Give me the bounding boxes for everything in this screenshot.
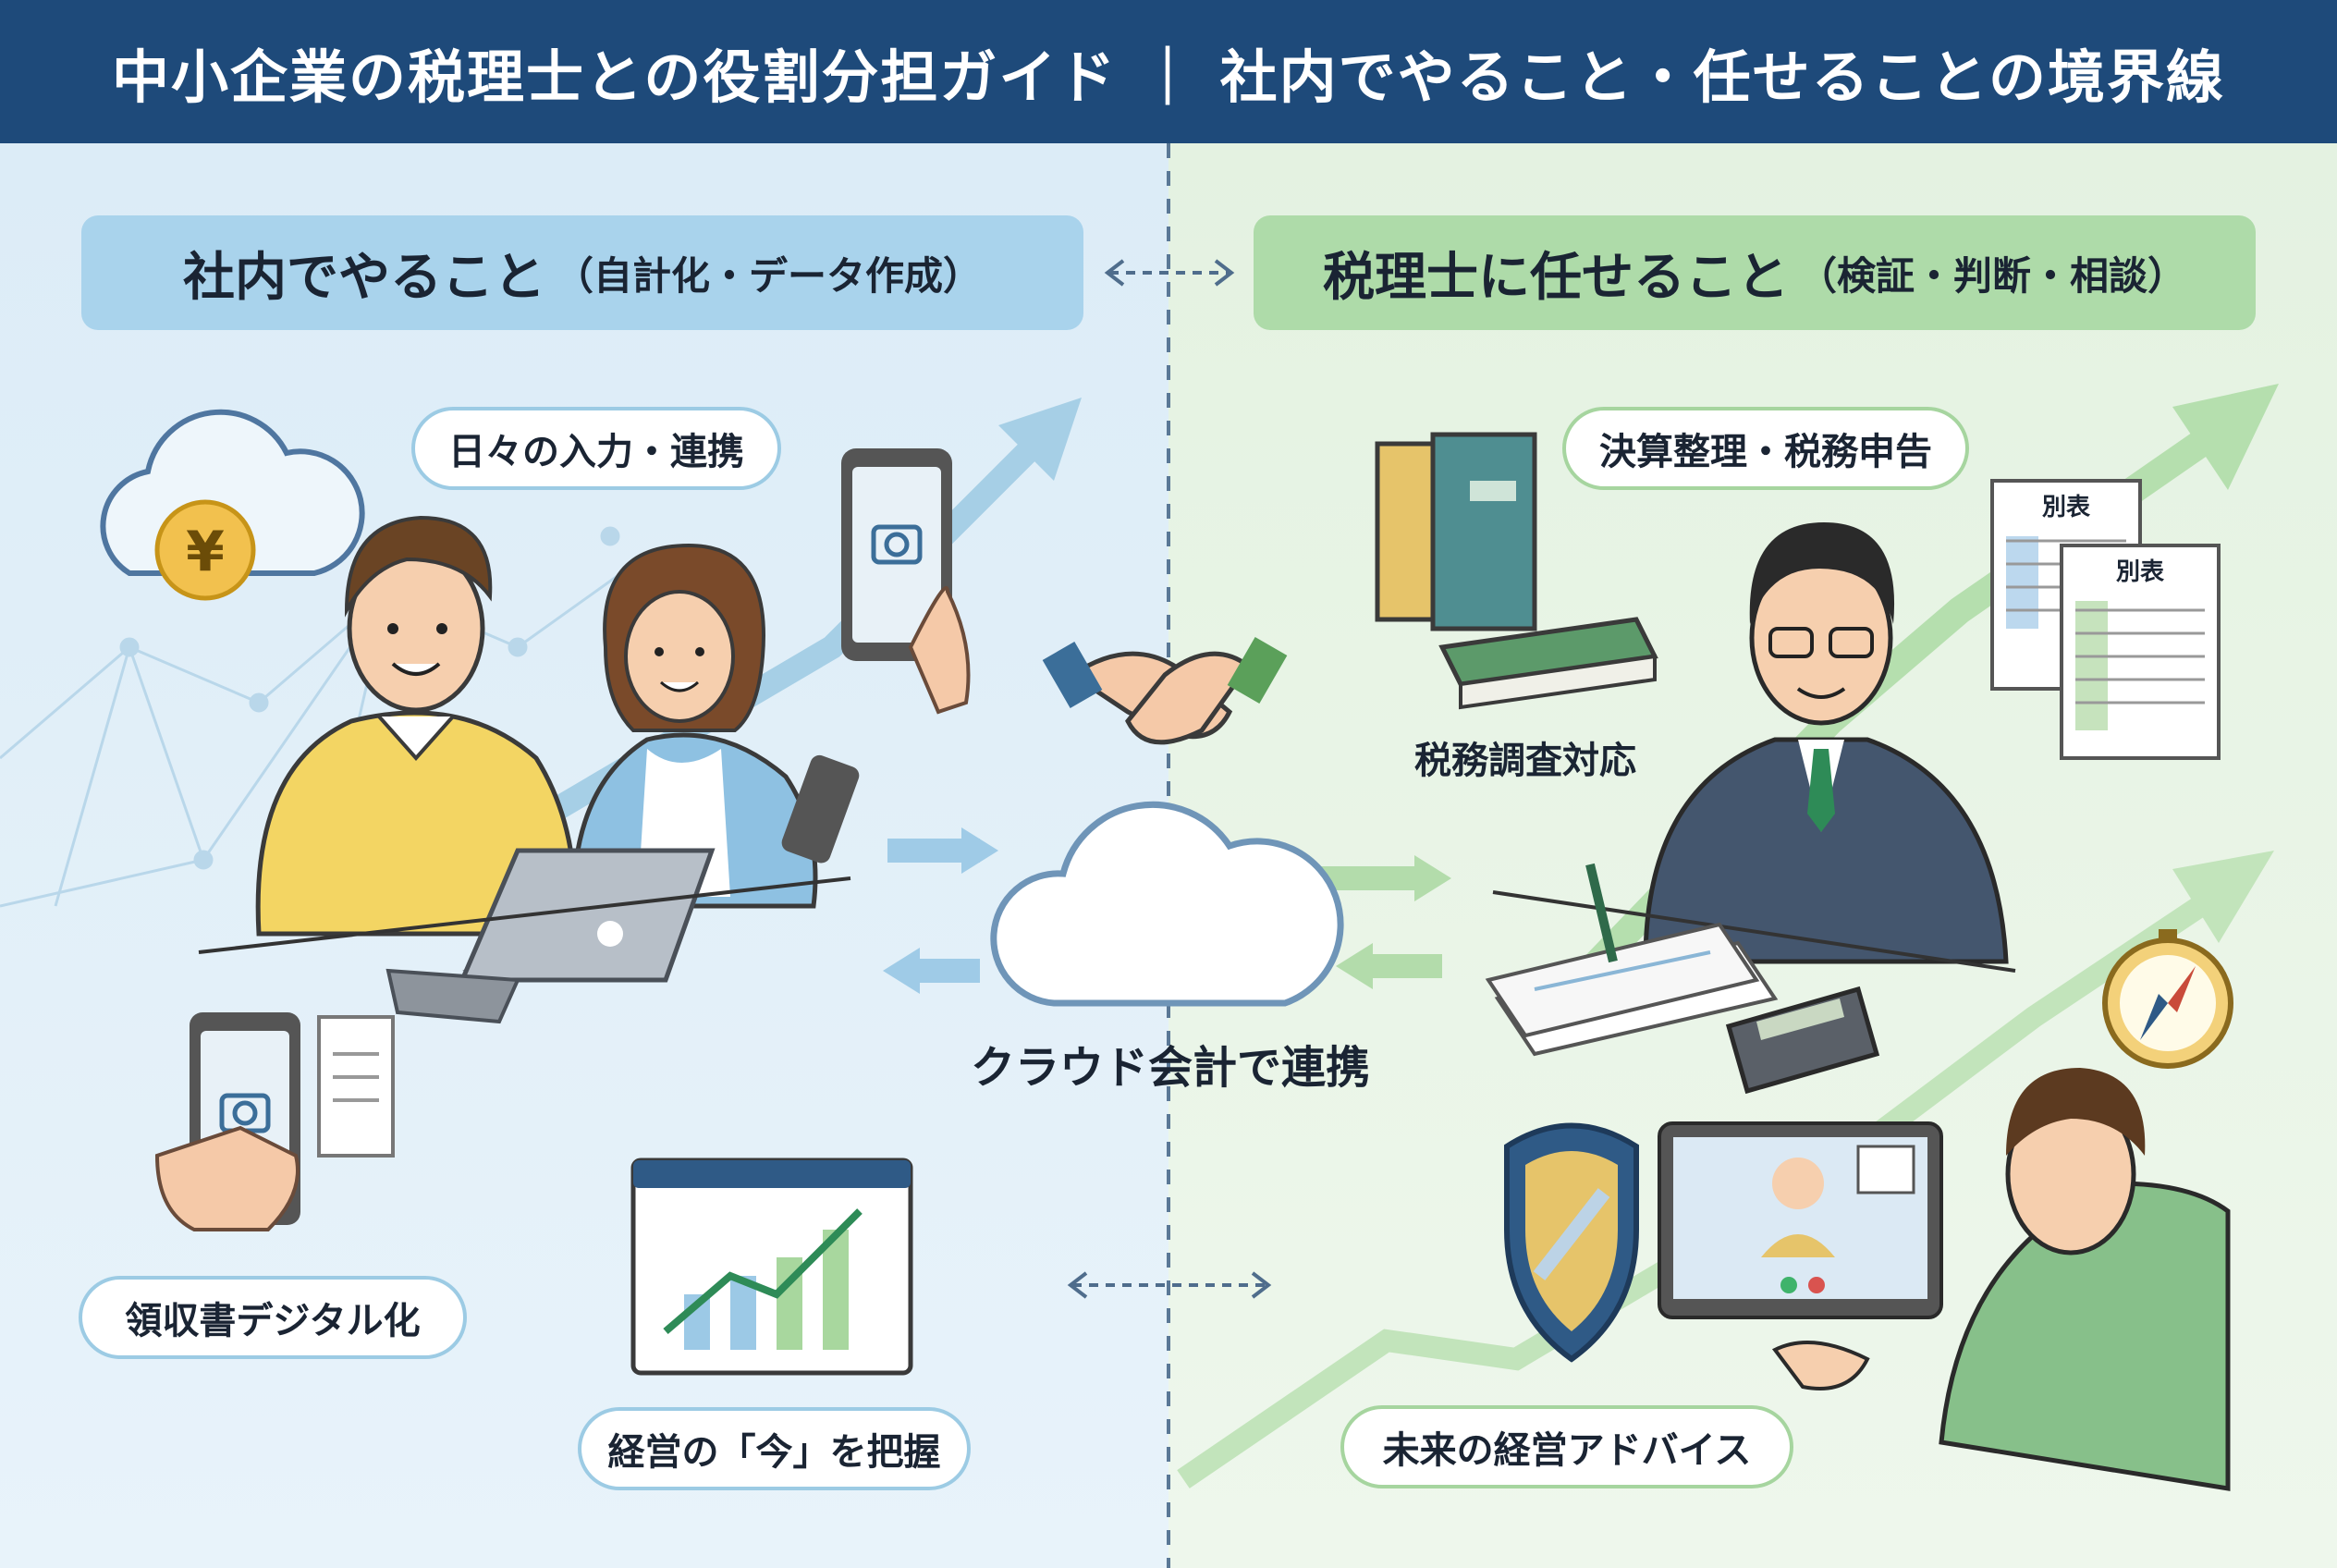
- bubble-settlement: 決算整理・税務申告: [1562, 407, 1969, 490]
- bubble-future-advice: 未来の経営アドバイス: [1340, 1405, 1793, 1488]
- tax-accountant-title: 税理士に任せること: [1322, 247, 1789, 308]
- laptop-icon: [198, 848, 851, 1024]
- tax-accountant-subtitle: （検証・判断・相談）: [1797, 252, 2186, 299]
- bubble-grasp-now: 経営の「今」を把握: [578, 1407, 971, 1490]
- man-in-yellow-sweater: [255, 515, 578, 937]
- inhouse-title: 社内でやること: [182, 247, 545, 308]
- inhouse-subtitle: （自計化・データ作成）: [554, 252, 982, 299]
- header-bar: [0, 0, 2337, 143]
- handshake-icon: [1042, 637, 1288, 745]
- document-beppyo-2-label: 別表: [2115, 558, 2164, 586]
- cloud-icon: [990, 801, 1344, 1007]
- receipt-icon: [317, 1015, 395, 1158]
- calculator-icon: [1725, 986, 1880, 1095]
- advisor-figure: [1771, 1068, 2231, 1491]
- svg-text:¥: ¥: [186, 520, 225, 584]
- bubble-daily-input: 日々の入力・連携: [411, 407, 781, 490]
- shield-icon: [1504, 1122, 1639, 1363]
- cloud-yen-icon: ¥: [100, 409, 365, 601]
- growth-chart-icon: [630, 1158, 913, 1376]
- cloud-accounting-label: クラウド会計で連携: [971, 1042, 1371, 1094]
- document-papers: [1485, 922, 1779, 1057]
- compass-icon: [2102, 929, 2233, 1069]
- inhouse-panel-header: 社内でやること （自計化・データ作成）: [81, 215, 1083, 330]
- tax-accountant-panel-header: 税理士に任せること （検証・判断・相談）: [1254, 215, 2256, 330]
- tax-audit-label: 税務調査対応: [1414, 740, 1636, 782]
- tax-accountant-figure: [1643, 522, 2009, 964]
- pen-icon: [1585, 863, 1618, 963]
- video-call-icon: [1658, 1121, 1943, 1319]
- smartphone-camera-icon: [841, 448, 971, 715]
- smartphone-scan-icon: [154, 1012, 300, 1231]
- bubble-receipt-digital: 領収書デジタル化: [79, 1276, 467, 1359]
- page-title: 中小企業の税理士との役割分担ガイド ｜ 社内でやること・任せることの境界線: [112, 43, 2225, 111]
- books-icon: [1375, 432, 1658, 710]
- document-beppyo-2-icon: [2060, 544, 2221, 760]
- document-beppyo-1-label: 別表: [2041, 494, 2090, 521]
